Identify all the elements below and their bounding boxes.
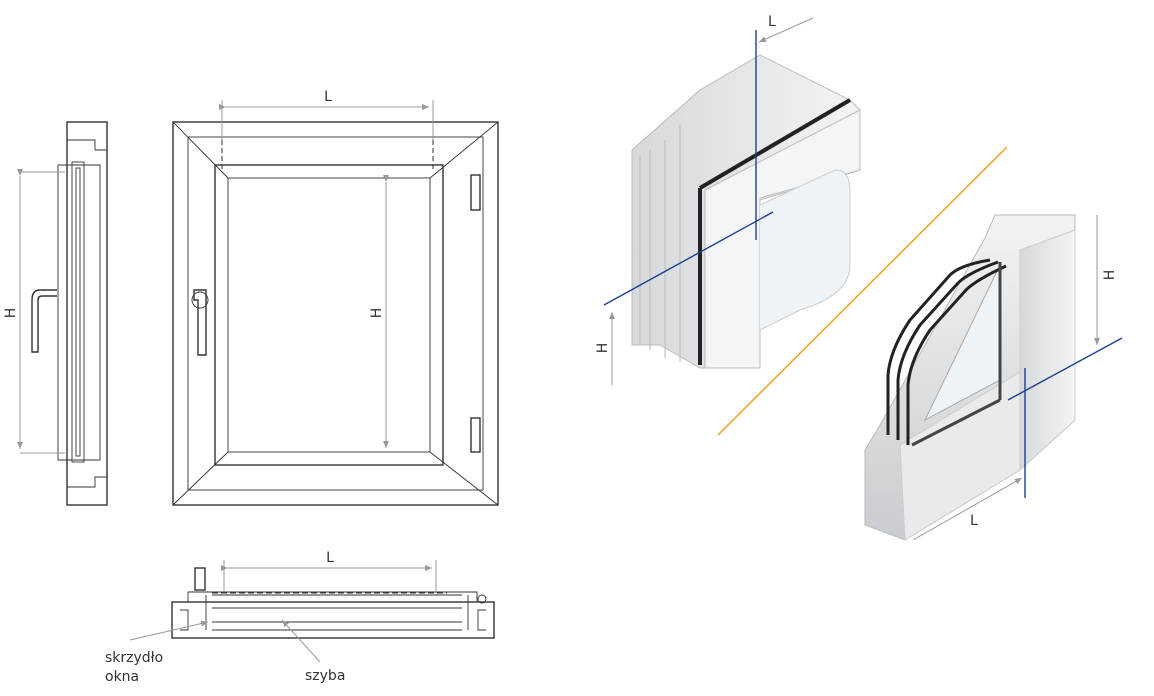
hinge-top-icon <box>470 174 481 211</box>
glass-label: szyba <box>305 668 345 684</box>
profile-3d-corner: H L <box>864 214 1123 541</box>
bottom-section-view: L skrzydło okna szyba <box>105 550 495 685</box>
profile-corner-height-label: H <box>1102 270 1118 281</box>
bottom-width-label: L <box>326 550 334 566</box>
profile-top-height-label: H <box>595 343 611 354</box>
front-view: L H <box>172 89 499 506</box>
front-width-label: L <box>324 89 332 105</box>
profile-3d-top: L H <box>595 14 861 385</box>
side-height-label: H <box>3 308 19 319</box>
front-height-label: H <box>369 308 385 319</box>
sash-label-line2: okna <box>105 669 139 685</box>
handle-side-icon <box>31 289 57 353</box>
hinge-bottom-icon <box>470 417 481 453</box>
handle-front-icon <box>193 289 207 356</box>
sash-label: skrzydło <box>105 650 163 666</box>
side-section-view: H <box>3 121 108 506</box>
profile-top-width-label: L <box>768 14 776 30</box>
profile-corner-width-label: L <box>970 513 978 529</box>
divider-line <box>717 146 1008 436</box>
